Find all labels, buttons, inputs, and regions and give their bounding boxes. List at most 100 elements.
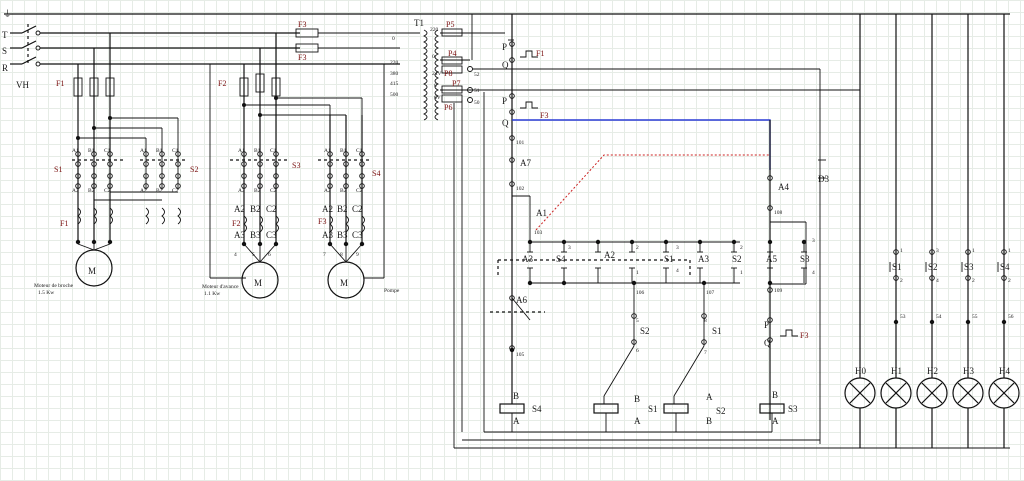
t-3b: 3 bbox=[676, 245, 679, 251]
t-6: 6 bbox=[636, 348, 639, 354]
control-circuit: P Q F1 P Q F3 101 A7 102 A1 103 A3 S4 A2… bbox=[454, 14, 1010, 449]
t-1b: 1 bbox=[636, 270, 639, 276]
button-node: 55 bbox=[972, 314, 978, 320]
term-50: 50 bbox=[474, 100, 480, 106]
lamp-h4: H4 bbox=[988, 14, 1020, 448]
node-105: 105 bbox=[516, 352, 525, 358]
ctrl-f3: F3 bbox=[540, 111, 548, 120]
ctrl-p3: P bbox=[764, 320, 769, 330]
ctrl-f1: F1 bbox=[536, 49, 544, 58]
group-bot-label: C2 bbox=[270, 188, 277, 194]
coil-s3-name: S3 bbox=[788, 404, 798, 414]
lamp-h3: H3 bbox=[952, 14, 984, 448]
fuse-group-1-label: F1 bbox=[56, 79, 64, 88]
fuse-p6: P6 bbox=[444, 103, 452, 112]
control-contacts bbox=[509, 41, 826, 356]
t-2a: 2 bbox=[740, 245, 743, 251]
t-3a: 3 bbox=[568, 245, 571, 251]
tap-415: 415 bbox=[390, 81, 399, 87]
group-top-label: B1 bbox=[254, 148, 261, 154]
pump-c3: C3 bbox=[352, 230, 363, 240]
pump-term-7: 7 bbox=[323, 252, 326, 258]
g1-bot-label: B2 bbox=[156, 188, 163, 194]
contact-a1: A1 bbox=[536, 208, 547, 218]
node-101: 101 bbox=[516, 140, 525, 146]
fuse-f3-bottom: F3 bbox=[298, 53, 306, 62]
contact-a3b: A3 bbox=[698, 254, 709, 264]
coil-s1: B S1 A bbox=[593, 394, 658, 426]
lamp-label: H2 bbox=[927, 366, 938, 376]
fuse-p4: P4 bbox=[448, 49, 456, 58]
coil-s1-bot: A bbox=[634, 416, 641, 426]
sec-0b: 0 bbox=[434, 83, 437, 89]
contact-a5: A5 bbox=[766, 254, 777, 264]
sec-0: 0 bbox=[432, 54, 435, 60]
pump-motor-m: M bbox=[340, 278, 348, 288]
group-bot-label: C2 bbox=[356, 188, 363, 194]
t-1a: 1 bbox=[740, 270, 743, 276]
spindle-motor-m: M bbox=[88, 266, 96, 276]
spindle-motor-power: 1.5 Kw bbox=[38, 290, 54, 296]
feed-motor-circuit: F2 S3 F2 A2 B2 C2 A3 B3 C3 4 5 6 M Moteu… bbox=[202, 33, 300, 299]
ctrl-q1: Q bbox=[502, 60, 509, 70]
lamp-label: H3 bbox=[963, 366, 974, 376]
contactor-s2-label: S2 bbox=[190, 165, 198, 174]
lamp-label: H1 bbox=[891, 366, 902, 376]
g1-bot-label: B2 bbox=[88, 188, 95, 194]
coil-s1-name: S1 bbox=[648, 404, 658, 414]
coil-s3-bot: A bbox=[772, 416, 779, 426]
contactor-s3-label: S3 bbox=[292, 161, 300, 170]
g1-top-label: B1 bbox=[156, 148, 163, 154]
ctrl-q3: Q bbox=[764, 338, 771, 348]
coil-s3: B S3 A bbox=[759, 390, 798, 426]
feed-a3: A3 bbox=[234, 230, 245, 240]
button-name: S4 bbox=[1000, 262, 1010, 272]
sec-6v: 6V bbox=[434, 95, 441, 101]
button-bot-terminal: 2 bbox=[972, 278, 975, 284]
pump-b2: B2 bbox=[337, 204, 348, 214]
blue-link bbox=[512, 119, 771, 170]
fuse-group-2-label: F2 bbox=[218, 79, 226, 88]
sec-24v: 24V bbox=[432, 71, 442, 77]
red-link bbox=[535, 154, 770, 231]
coil-s4-top: B bbox=[513, 391, 519, 401]
contactor-s4-label: S4 bbox=[372, 169, 380, 178]
feed-c2: C2 bbox=[266, 204, 277, 214]
button-top-terminal: 1 bbox=[1008, 248, 1011, 254]
pump-term-8: 8 bbox=[340, 252, 343, 258]
pump-term-9: 9 bbox=[356, 252, 359, 258]
relay-f2-label: F2 bbox=[232, 219, 240, 228]
fuse-p5: P5 bbox=[446, 20, 454, 29]
pump-c2: C2 bbox=[352, 204, 363, 214]
pump-b3: B3 bbox=[337, 230, 348, 240]
pb-s1: S1 bbox=[712, 326, 722, 336]
phase-label-t: T bbox=[2, 30, 8, 40]
pump-a3: A3 bbox=[322, 230, 333, 240]
feed-b3: B3 bbox=[250, 230, 261, 240]
contact-d3: D3 bbox=[818, 174, 829, 184]
relay-f3-label: F3 bbox=[318, 217, 326, 226]
term-52: 52 bbox=[474, 72, 480, 78]
tap-0: 0 bbox=[392, 36, 395, 42]
ctrl-q2: Q bbox=[502, 118, 509, 128]
ctrl-p2: P bbox=[502, 96, 507, 106]
node-107: 107 bbox=[706, 290, 715, 296]
contactor-s1-label: S1 bbox=[54, 165, 62, 174]
contact-a2: A2 bbox=[604, 250, 615, 260]
lamp-label: H4 bbox=[999, 366, 1010, 376]
button-bot-terminal: 4 bbox=[936, 278, 939, 284]
t-8: 8 bbox=[704, 318, 707, 324]
tap-380: 380 bbox=[390, 71, 399, 77]
fuse-p8: P8 bbox=[444, 69, 452, 78]
ctrl-p1: P bbox=[502, 42, 507, 52]
button-name: S3 bbox=[964, 262, 974, 272]
coil-s4-name: S4 bbox=[532, 404, 542, 414]
feed-motor-m: M bbox=[254, 278, 262, 288]
spindle-motor-circuit: F1 S1 S2 F1 M Moteur de broche 1.5 Kw bbox=[34, 33, 198, 296]
node-102: 102 bbox=[516, 186, 525, 192]
t-2b: 2 bbox=[636, 245, 639, 251]
contact-a4: A4 bbox=[778, 182, 789, 192]
group-bot-label: B2 bbox=[340, 188, 347, 194]
